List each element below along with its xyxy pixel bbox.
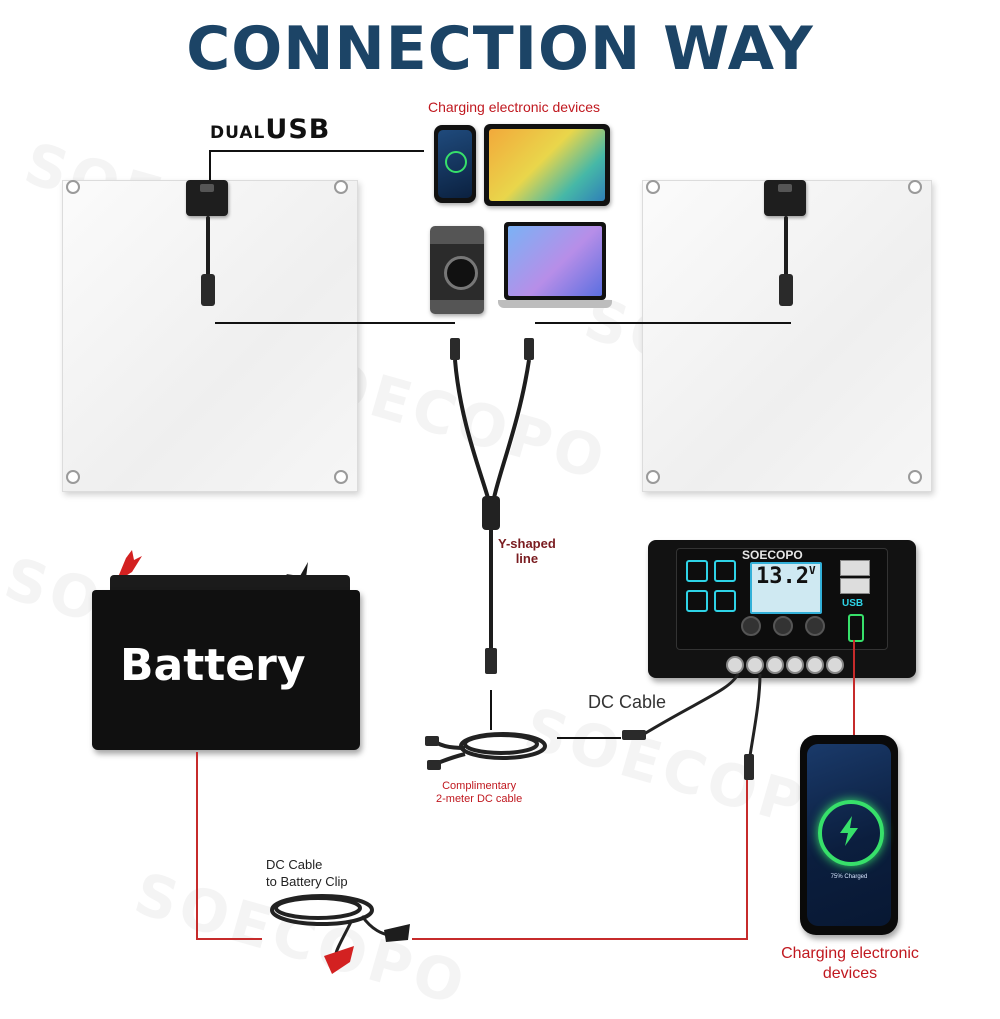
dc-cable-connection-line [557,737,621,739]
phone-charge-status: 75% Charged [830,874,868,880]
usb-leader-line-h [209,150,424,152]
panel-hole [908,180,922,194]
dc-plug-right [779,274,793,306]
panel-cable-right [784,216,788,276]
junction-box-left [186,180,228,216]
battery-clip-label: DC Cable to Battery Clip [266,856,348,890]
usb-ports [840,560,870,596]
controller-terminal [746,656,764,674]
controller-terminal [766,656,784,674]
tablet-screen [489,129,605,201]
battery-clip-line1: DC Cable [266,857,323,872]
y-cable-plug-bottom [485,648,497,674]
panel-hole [646,470,660,484]
y-cable-plug-right [524,338,534,360]
controller-dc-cable [622,673,762,780]
complimentary-line2: 2-meter DC cable [436,793,523,805]
controller-lcd [750,562,822,614]
solar-panel-left [62,180,358,492]
junction-box-right [764,180,806,216]
dc-cable-label: DC Cable [588,692,667,712]
complimentary-cable-label: Complimentary 2-meter DC cable [436,780,522,806]
dual-usb-label: DUALUSB [210,114,330,145]
laptop-icon [498,222,612,308]
lcd-value: 13.2 [756,564,809,589]
dual-usb-prefix: DUAL [210,123,266,143]
usb-leader-line-v [209,150,211,180]
left-panel-connection-line [215,322,455,324]
panel-cable-left [206,216,210,276]
y-cable-label-line1: Y-shaped [498,536,556,551]
controller-brand: SOECOPO [742,548,803,562]
battery-clip-red-icon [116,550,142,582]
camera-icon [430,226,484,314]
laptop-screen [504,222,606,300]
battery [92,590,360,750]
right-panel-connection-line [535,322,791,324]
battery-clip-cable [270,894,410,974]
y-cable [450,338,534,674]
dual-usb-main: USB [265,114,331,145]
battery-label: Battery [120,640,306,691]
panel-hole [66,470,80,484]
red-wire-battery-down [196,752,198,940]
y-cable-splitter [482,496,500,530]
panel-hole [66,180,80,194]
controller-button-3[interactable] [805,616,825,636]
panel-hole [334,470,348,484]
black-clip-icon [384,924,410,942]
charging-bottom-line2: devices [822,965,878,982]
page-title: CONNECTION WAY [186,14,814,84]
tablet-icon [484,124,610,206]
lcd-voltage: 13.2V [756,564,816,589]
red-wire-battery-to-clip [196,938,262,940]
charge-ring-icon [818,800,884,866]
dc-plug-left [201,274,215,306]
controller-terminal [726,656,744,674]
controller-usb-label: USB [842,598,864,609]
charging-devices-top-label: Charging electronic devices [428,99,600,115]
camera-lens [444,256,478,290]
lcd-unit: V [808,564,816,577]
red-wire-controller-to-phone [853,640,855,735]
controller-terminal [826,656,844,674]
charging-devices-bottom-label: Charging electronic devices [770,944,930,984]
controller-terminal [806,656,824,674]
panel-hole [334,180,348,194]
y-cable-down-line [490,690,492,730]
complimentary-line1: Complimentary [442,780,517,792]
panel-hole [646,180,660,194]
controller-button-1[interactable] [741,616,761,636]
controller-icon-grid [686,560,738,622]
y-cable-label: Y-shaped line [498,536,556,566]
phone-icon [434,125,476,203]
panel-hole [908,470,922,484]
controller-terminal [786,656,804,674]
charging-bottom-line1: Charging electronic [781,945,919,962]
battery-clip-line2: to Battery Clip [266,874,348,889]
y-cable-plug-left [450,338,460,360]
charge-bolt-icon [848,614,864,642]
charge-bolt-icon [840,816,858,846]
controller-button-2[interactable] [773,616,793,636]
red-wire-up-to-controller [746,780,748,940]
red-clip-icon [324,946,354,974]
charge-bolt-icon [445,151,467,173]
red-wire-clip-to-controller [412,938,748,940]
y-cable-label-line2: line [515,551,539,566]
complimentary-dc-cable [425,732,547,770]
laptop-base [498,300,612,308]
